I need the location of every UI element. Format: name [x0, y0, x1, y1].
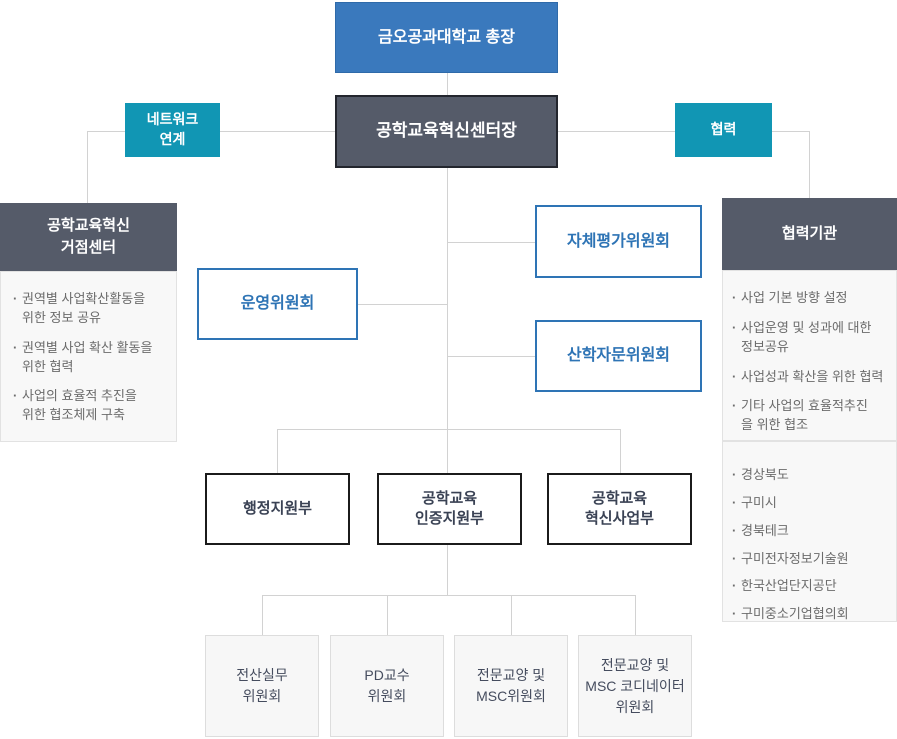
node-industry-advisory-committee: 산학자문위원회 — [535, 320, 702, 392]
panel-hub-center-header: 공학교육혁신 거점센터 — [0, 203, 177, 271]
node-center-head: 공학교육혁신센터장 — [335, 95, 558, 168]
node-president: 금오공과대학교 총장 — [335, 2, 558, 73]
list-item: 권역별 사업 확산 활동을 위한 협력 — [13, 339, 164, 377]
list-item: 사업운영 및 성과에 대한 정보공유 — [732, 319, 887, 357]
connector — [447, 242, 535, 243]
list-item-text: 권역별 사업확산활동을 위한 정보 공유 — [22, 291, 146, 325]
node-committee-msc-coordinator: 전문교양 및 MSC 코디네이터 위원회 — [578, 635, 692, 737]
list-item-text: 기타 사업의 효율적추진 을 위한 협조 — [741, 398, 868, 433]
list-item: 구미전자정보기술원 — [732, 550, 887, 569]
node-steering-committee: 운영위원회 — [197, 268, 358, 340]
list-item: 기타 사업의 효율적추진 을 위한 협조 — [732, 397, 887, 435]
badge-network-link: 네트워크 연계 — [125, 103, 220, 157]
list-item-text: 경상북도 — [741, 467, 789, 482]
list-item: 권역별 사업확산활동을 위한 정보 공유 — [13, 290, 164, 328]
list-item: 경상북도 — [732, 466, 887, 485]
connector — [809, 131, 810, 199]
node-committee-msc: 전문교양 및 MSC위원회 — [454, 635, 568, 737]
panel-partner-orgs-roles: 사업 기본 방향 설정 사업운영 및 성과에 대한 정보공유 사업성과 확산을 … — [722, 270, 897, 441]
connector — [358, 304, 447, 305]
connector — [277, 429, 620, 430]
list-item-text: 권역별 사업 확산 활동을 위한 협력 — [22, 339, 153, 374]
node-department-innovation-program: 공학교육 혁신사업부 — [547, 473, 692, 545]
panel-partner-orgs-header: 협력기관 — [722, 198, 897, 270]
list-item-text: 사업성과 확산을 위한 협력 — [741, 368, 884, 384]
connector — [387, 595, 388, 635]
panel-hub-center-body: 권역별 사업확산활동을 위한 정보 공유 권역별 사업 확산 활동을 위한 협력… — [0, 271, 177, 442]
connector — [87, 131, 88, 204]
list-item-text: 사업 기본 방향 설정 — [741, 290, 848, 305]
connector — [511, 595, 512, 635]
list-item-text: 구미전자정보기술원 — [741, 550, 849, 566]
connector — [262, 595, 263, 635]
connector — [447, 73, 448, 95]
connector — [447, 429, 448, 473]
list-item: 구미중소기업협의회 — [732, 605, 887, 624]
connector — [635, 595, 636, 635]
list-item-text: 한국산업단지공단 — [741, 578, 837, 594]
list-item: 사업성과 확산을 위한 협력 — [732, 368, 887, 387]
panel-partner-orgs-list: 경상북도 구미시 경북테크 구미전자정보기술원 한국산업단지공단 구미중소기업협… — [722, 441, 897, 622]
connector — [277, 429, 278, 473]
list-item: 한국산업단지공단 — [732, 577, 887, 596]
connector — [447, 545, 448, 595]
connector — [447, 356, 535, 357]
list-item-text: 사업의 효율적 추진을 위한 협조체제 구축 — [22, 388, 137, 423]
list-item: 사업의 효율적 추진을 위한 협조체제 구축 — [13, 387, 164, 425]
list-item-text: 경북테크 — [741, 522, 789, 538]
list-item: 구미시 — [732, 494, 887, 513]
list-item-text: 구미중소기업협의회 — [741, 606, 849, 622]
list-item-text: 사업운영 및 성과에 대한 정보공유 — [741, 319, 872, 354]
connector — [447, 168, 448, 430]
node-department-admin-support: 행정지원부 — [205, 473, 350, 545]
list-item-text: 구미시 — [741, 494, 777, 510]
node-self-evaluation-committee: 자체평가위원회 — [535, 205, 702, 278]
list-item: 사업 기본 방향 설정 — [732, 289, 887, 308]
node-committee-pd-professor: PD교수 위원회 — [330, 635, 444, 737]
connector — [620, 429, 621, 473]
badge-cooperation: 협력 — [675, 103, 772, 157]
node-department-accreditation-support: 공학교육 인증지원부 — [377, 473, 522, 545]
connector — [262, 595, 635, 596]
list-item: 경북테크 — [732, 522, 887, 541]
node-committee-computing: 전산실무 위원회 — [205, 635, 319, 737]
